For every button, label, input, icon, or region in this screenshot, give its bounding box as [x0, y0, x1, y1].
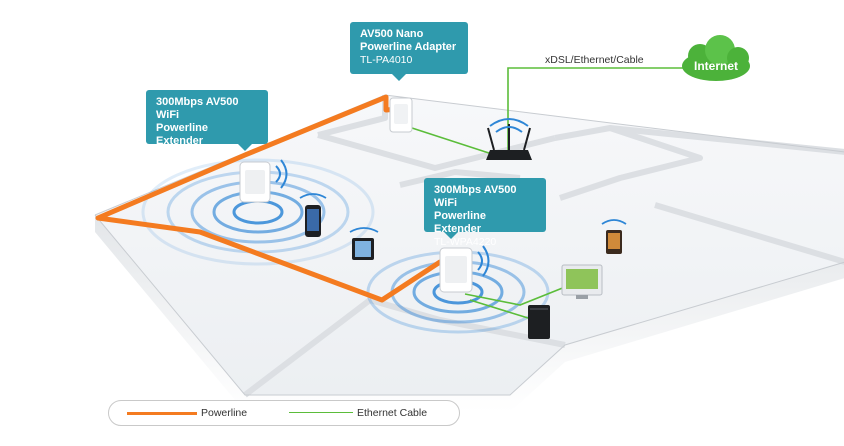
- smart-tv-icon: [561, 264, 603, 299]
- callout-tail: [392, 74, 406, 81]
- callout-tail: [238, 144, 252, 151]
- callout-subtitle: Powerline Extender: [156, 122, 208, 147]
- callout-model: TL-WPA4220: [434, 236, 497, 248]
- callout-subtitle: Powerline Adapter: [360, 41, 457, 53]
- callout-title: 300Mbps AV500 WiFi: [434, 184, 517, 209]
- callout-left-extender: 300Mbps AV500 WiFi Powerline Extender TL…: [146, 90, 268, 160]
- game-console-icon: [528, 305, 550, 339]
- powerline-adapter-icon: [389, 97, 413, 133]
- internet-label: Internet: [694, 59, 738, 73]
- legend-ethernet-label: Ethernet Cable: [357, 407, 428, 419]
- smartphone-icon: [601, 219, 627, 254]
- callout-model: TL-PA4010: [360, 54, 413, 66]
- callout-model: TL-WPA4220: [156, 148, 219, 160]
- legend-powerline-label: Powerline: [201, 407, 248, 419]
- callout-tail: [444, 232, 458, 239]
- legend: Powerline Ethernet Cable: [108, 400, 460, 426]
- callout-nano-adapter: AV500 Nano Powerline Adapter TL-PA4010: [350, 22, 468, 81]
- powerline-swatch: [127, 412, 197, 415]
- ethernet-swatch: [289, 412, 353, 413]
- smartphone-icon: [299, 193, 327, 237]
- callout-right-extender: 300Mbps AV500 WiFi Powerline Extender TL…: [424, 178, 546, 248]
- callout-title: 300Mbps AV500 WiFi: [156, 96, 239, 121]
- tablet-icon: [349, 227, 379, 260]
- wan-label: xDSL/Ethernet/Cable: [545, 54, 644, 66]
- callout-title: AV500 Nano: [360, 28, 424, 40]
- ethernet-cables: [411, 67, 690, 319]
- powerline-extender-icon: [439, 245, 490, 293]
- wireless-router-icon: [486, 118, 532, 160]
- powerline-extender-icon: [239, 159, 288, 203]
- internet-cloud-icon: Internet: [682, 35, 750, 81]
